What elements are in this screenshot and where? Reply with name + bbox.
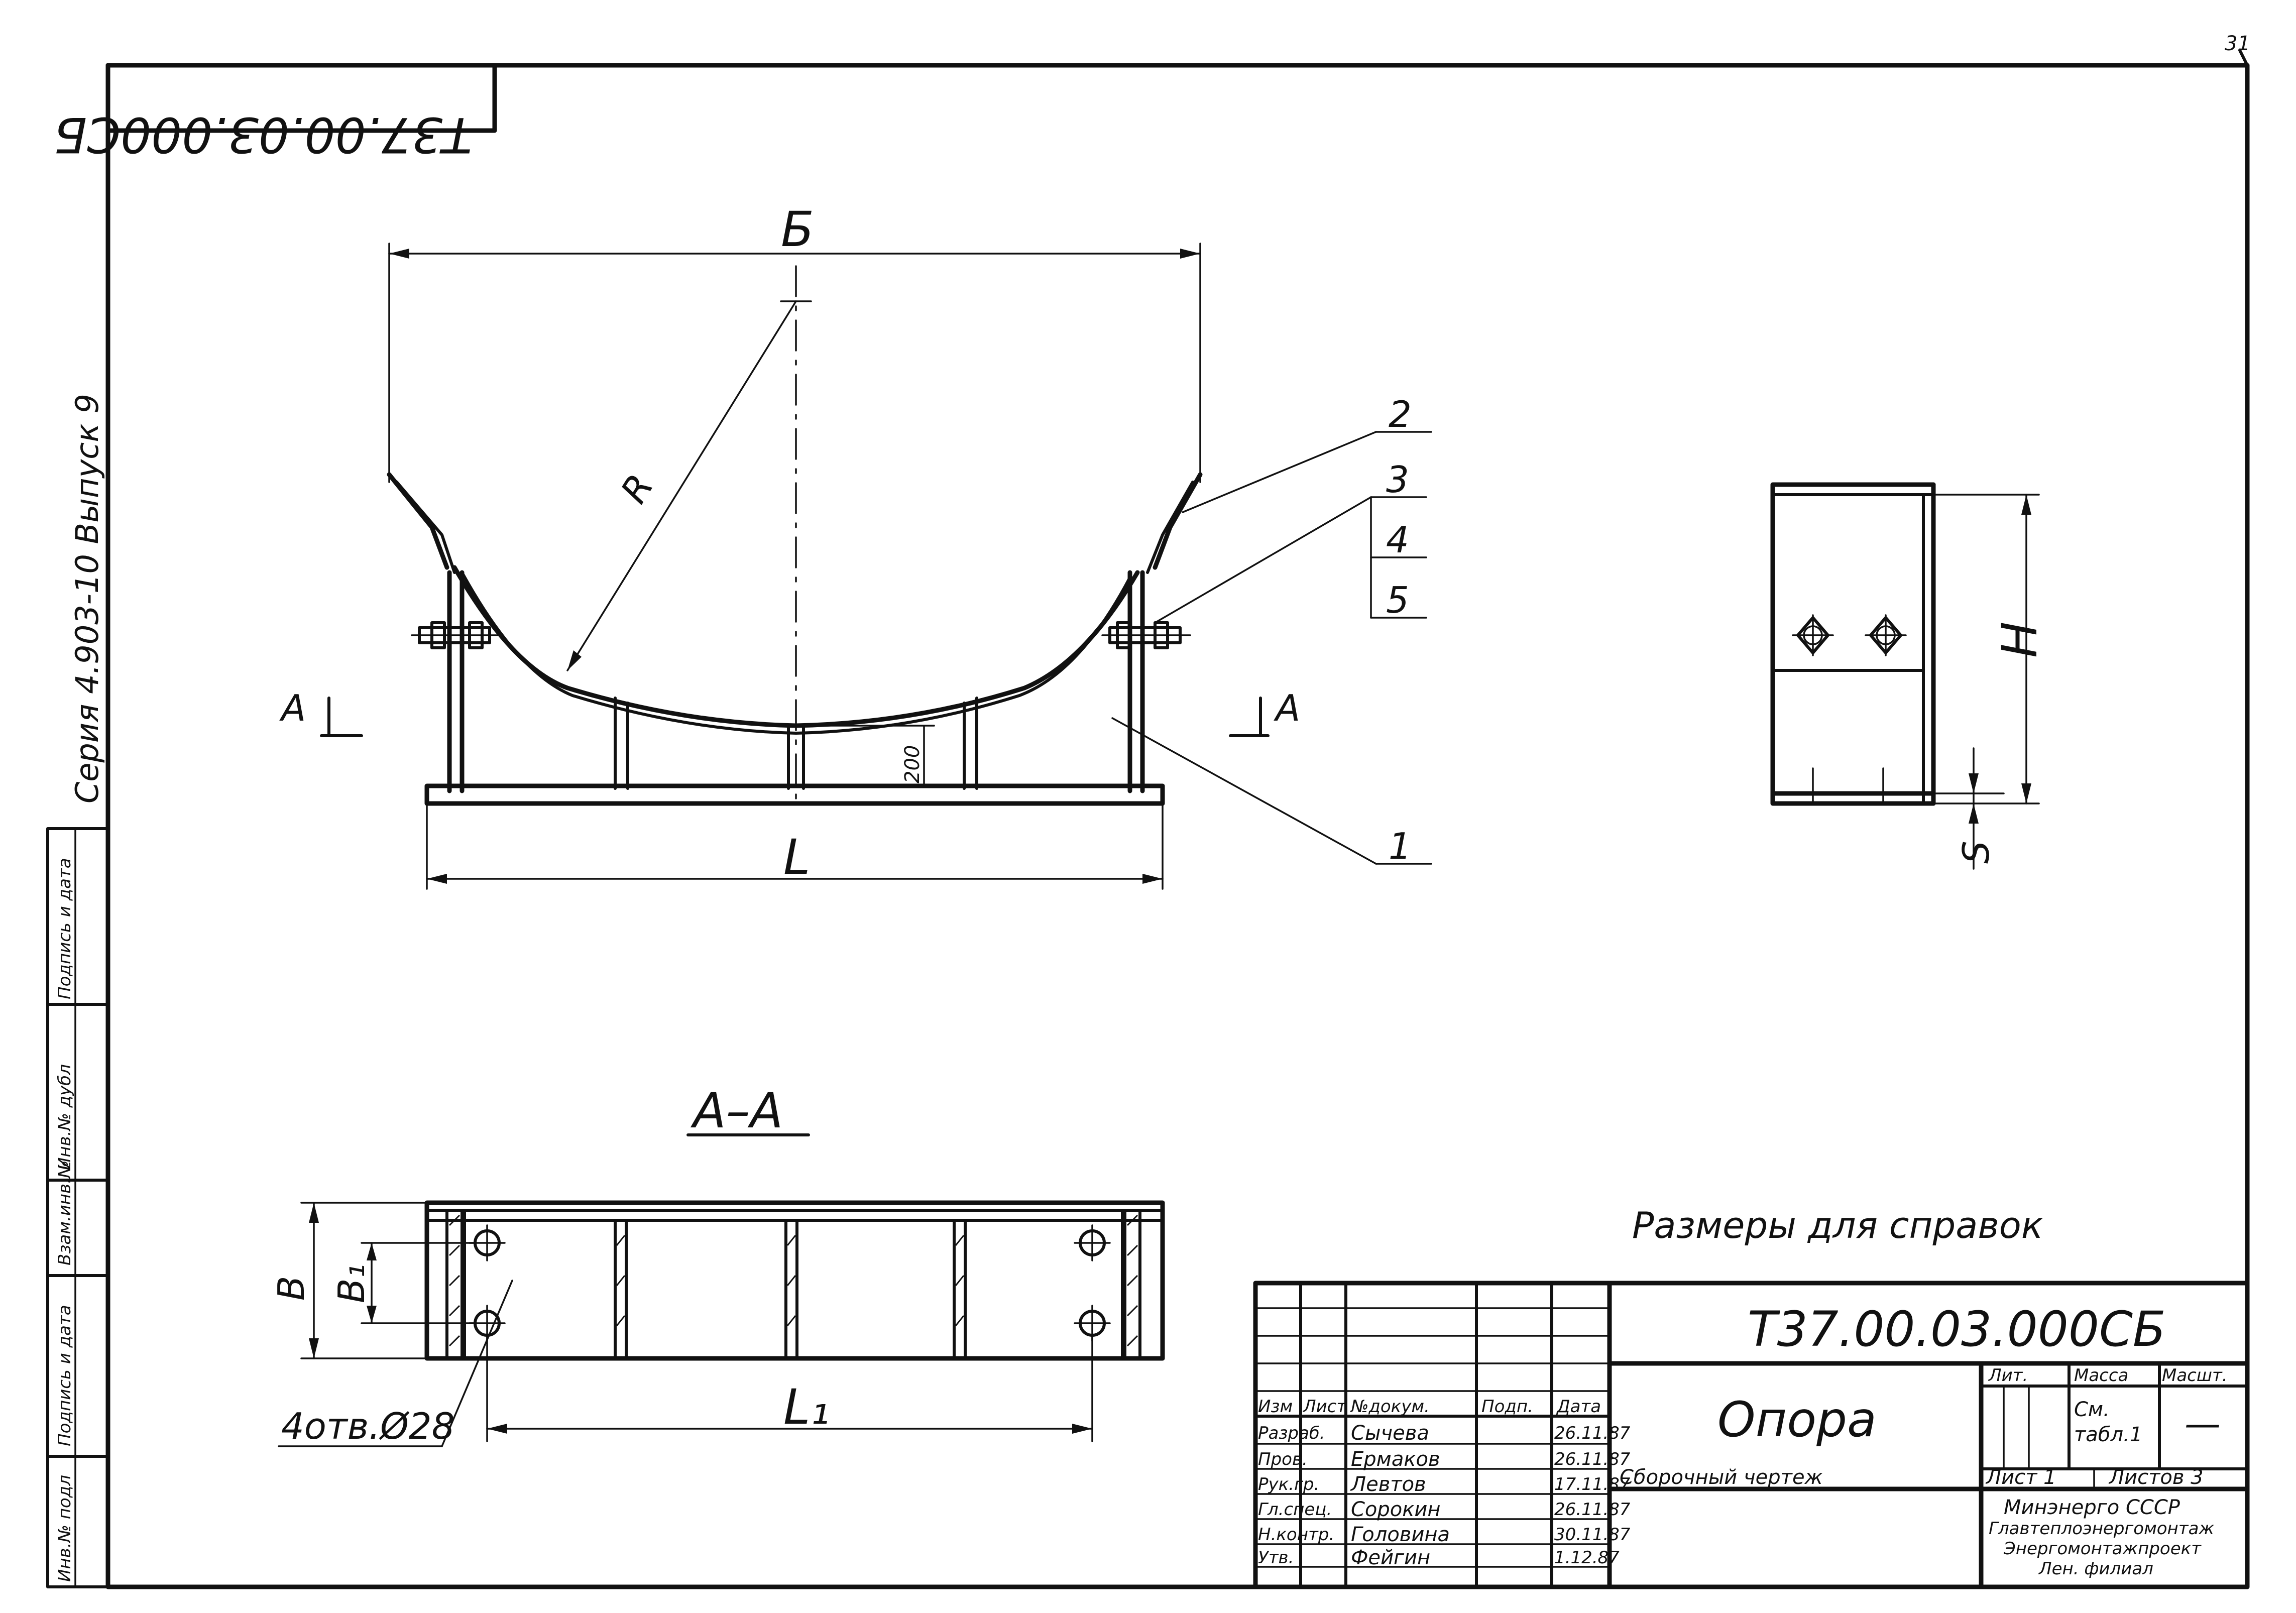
- org-line-3: Энергомонтажпроект: [2003, 1539, 2202, 1559]
- label-r: R: [613, 467, 662, 511]
- svg-text:Сычева: Сычева: [1351, 1422, 1429, 1445]
- label-200: 200: [901, 745, 924, 783]
- label-h: H: [1992, 622, 2048, 658]
- section-a-a: А–А: [270, 1083, 1165, 1447]
- svg-text:26.11.87: 26.11.87: [1554, 1423, 1631, 1443]
- svg-text:Т37.00.03.000СБ: Т37.00.03.000СБ: [54, 106, 472, 163]
- role-row-6: Утв. Фейгин 1.12.87: [1258, 1546, 1620, 1569]
- front-view: Б R: [279, 201, 1432, 890]
- org-line-1: Минэнерго СССР: [2004, 1496, 2180, 1519]
- reference-note: Размеры для справок: [1632, 1204, 2043, 1246]
- svg-text:Лит.: Лит.: [1988, 1365, 2028, 1386]
- label-b-section: В: [270, 1276, 312, 1301]
- label-s: S: [1955, 841, 1997, 864]
- label-l1: L₁: [783, 1379, 830, 1435]
- svg-text:Инв.№ дубл: Инв.№ дубл: [55, 1064, 75, 1170]
- svg-text:Листов 3: Листов 3: [2108, 1466, 2204, 1489]
- drawing-frame: [105, 63, 2250, 1589]
- svg-text:См.: См.: [2074, 1398, 2110, 1421]
- role-row-5: Н.контр. Головина 30.11.87: [1258, 1523, 1631, 1546]
- svg-text:1.12.87: 1.12.87: [1554, 1548, 1620, 1568]
- section-title: А–А: [690, 1083, 783, 1139]
- section-mark-right: А: [1274, 687, 1300, 729]
- svg-text:Утв.: Утв.: [1258, 1548, 1294, 1568]
- shell-outer: [387, 472, 449, 570]
- page-number: 31: [2225, 32, 2250, 55]
- svg-text:Подпись и дата: Подпись и дата: [55, 1305, 75, 1446]
- section-hole-tr: [1074, 1224, 1111, 1261]
- series-label: Серия 4.903-10 Выпуск 9: [69, 394, 105, 803]
- callout-1: 1: [1389, 825, 1412, 867]
- frame-top-extension: [2238, 49, 2249, 67]
- side-view: H S: [1770, 482, 2048, 870]
- svg-text:Н.контр.: Н.контр.: [1258, 1525, 1334, 1545]
- section-hatching: [448, 1214, 1138, 1347]
- designation: Т37.00.03.000СБ: [1748, 1301, 2166, 1357]
- radius-line: [566, 300, 797, 671]
- title-block: Изм Лист №докум. Подп. Дата Разраб. Сыче…: [1253, 1281, 2250, 1589]
- label-b: Б: [781, 201, 814, 258]
- svg-text:№докум.: №докум.: [1350, 1397, 1430, 1417]
- role-row-1: Разраб. Сычева 26.11.87: [1258, 1422, 1631, 1445]
- svg-text:Разраб.: Разраб.: [1258, 1423, 1325, 1443]
- svg-text:Инв.№ подл: Инв.№ подл: [55, 1475, 75, 1582]
- bolt-left: [411, 621, 501, 649]
- bolt-hole-2: [1865, 614, 1907, 656]
- callout-4: 4: [1386, 519, 1409, 561]
- svg-text:Ермаков: Ермаков: [1351, 1448, 1440, 1471]
- svg-text:Взам.инв.№: Взам.инв.№: [55, 1161, 75, 1265]
- svg-text:Сорокин: Сорокин: [1351, 1498, 1441, 1521]
- section-mark-left: А: [279, 687, 306, 729]
- role-row-4: Гл.спец. Сорокин 26.11.87: [1258, 1498, 1631, 1521]
- base-plate: [424, 783, 1165, 806]
- part-name: Опора: [1717, 1392, 1877, 1448]
- callout-2: 2: [1389, 393, 1412, 435]
- svg-text:Левтов: Левтов: [1350, 1473, 1426, 1496]
- svg-text:—: —: [2185, 1403, 2221, 1445]
- svg-text:Лист: Лист: [1302, 1397, 1347, 1417]
- bolt-hole-1: [1792, 614, 1834, 656]
- role-row-3: Рук.гр. Левтов 17.11.87: [1258, 1473, 1631, 1496]
- svg-text:табл.1: табл.1: [2074, 1423, 2142, 1446]
- callout-3: 3: [1386, 458, 1409, 501]
- saddle-arc: [452, 565, 1140, 728]
- svg-text:Дата: Дата: [1556, 1397, 1601, 1417]
- svg-text:Пров.: Пров.: [1258, 1449, 1308, 1469]
- svg-text:Масшт.: Масшт.: [2162, 1365, 2228, 1386]
- bolt-right: [1101, 621, 1191, 649]
- svg-text:30.11.87: 30.11.87: [1554, 1525, 1631, 1545]
- rotated-stamp: Т37.00.03.000СБ: [54, 63, 497, 163]
- org-line-2: Главтеплоэнергомонтаж: [1989, 1519, 2214, 1539]
- svg-text:Рук.гр.: Рук.гр.: [1258, 1474, 1319, 1494]
- label-l: L: [783, 829, 810, 885]
- svg-text:17.11.87: 17.11.87: [1554, 1474, 1631, 1494]
- svg-text:Головина: Головина: [1351, 1523, 1450, 1546]
- svg-text:Гл.спец.: Гл.спец.: [1258, 1500, 1332, 1520]
- svg-text:Фейгин: Фейгин: [1351, 1546, 1430, 1569]
- callout-5: 5: [1386, 579, 1409, 621]
- svg-text:Изм: Изм: [1258, 1397, 1293, 1417]
- left-signature-strip: Инв.№ подл Подпись и дата Взам.инв.№ Инв…: [46, 827, 109, 1588]
- org-line-4: Лен. филиал: [2038, 1559, 2153, 1579]
- doc-type: Сборочный чертеж: [1620, 1466, 1823, 1489]
- label-holes: 4отв.Ø28: [281, 1405, 454, 1447]
- svg-text:Подпись и дата: Подпись и дата: [55, 858, 75, 999]
- svg-text:Подп.: Подп.: [1481, 1397, 1533, 1417]
- label-b1: В₁: [330, 1264, 373, 1303]
- svg-text:Лист 1: Лист 1: [1985, 1466, 2056, 1489]
- svg-text:26.11.87: 26.11.87: [1554, 1500, 1631, 1520]
- svg-text:Масса: Масса: [2074, 1365, 2128, 1386]
- svg-text:26.11.87: 26.11.87: [1554, 1449, 1631, 1469]
- role-row-2: Пров. Ермаков 26.11.87: [1258, 1448, 1631, 1471]
